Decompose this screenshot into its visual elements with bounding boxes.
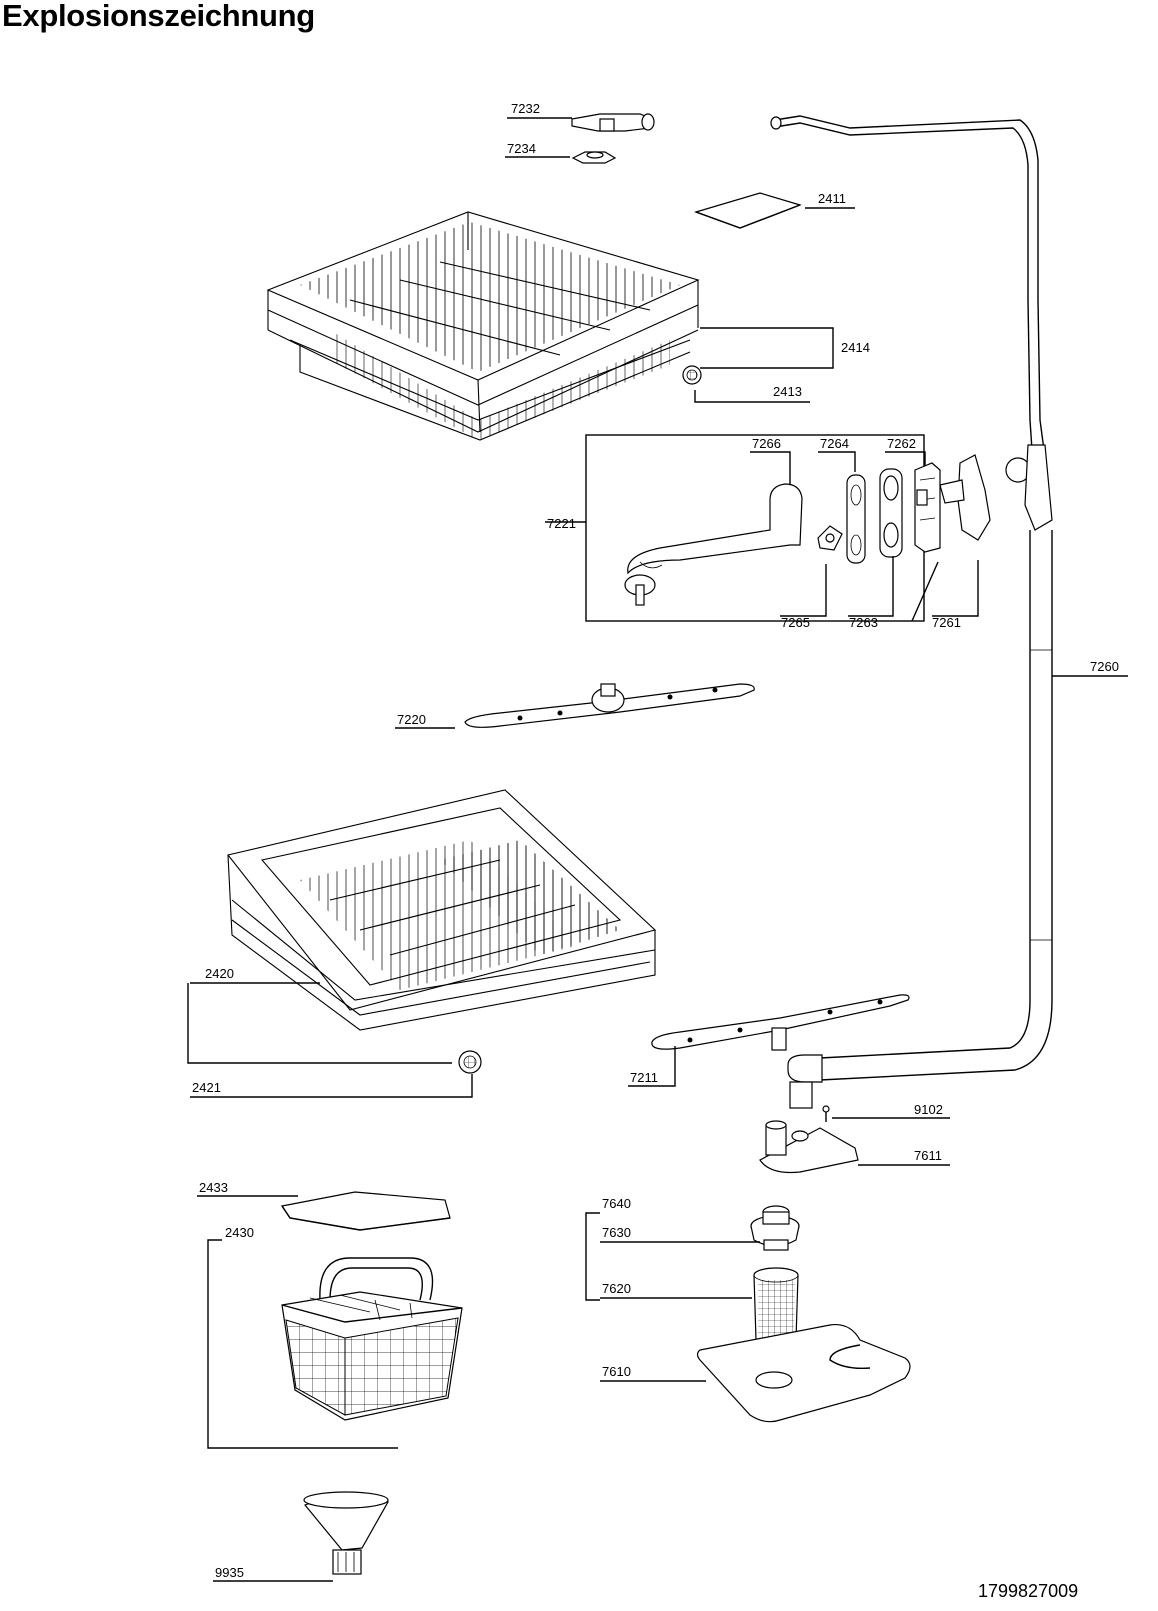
callout-2421: 2421 xyxy=(192,1080,221,1095)
callout-2430: 2430 xyxy=(225,1225,254,1240)
callout-2420: 2420 xyxy=(205,966,234,981)
callout-9935: 9935 xyxy=(215,1565,244,1580)
callout-7221: 7221 xyxy=(547,516,576,531)
part-9935 xyxy=(303,1491,389,1575)
callout-7620: 7620 xyxy=(602,1281,631,1296)
part-9102 xyxy=(822,1105,830,1122)
callout-labels: 7232 7234 2411 2414 2413 7266 7264 7262 … xyxy=(192,101,1119,1580)
callout-7232: 7232 xyxy=(511,101,540,116)
callout-7260: 7260 xyxy=(1090,659,1119,674)
callout-9102: 9102 xyxy=(914,1102,943,1117)
callout-7265: 7265 xyxy=(781,615,810,630)
callout-7263: 7263 xyxy=(849,615,878,630)
part-2411 xyxy=(694,192,802,229)
part-7234 xyxy=(571,151,617,164)
leader-lines xyxy=(187,117,1128,1582)
part-2421 xyxy=(458,1050,482,1074)
lower-basket xyxy=(227,789,657,1031)
part-7611 xyxy=(759,1120,859,1174)
part-7262 xyxy=(914,462,941,553)
callout-7610: 7610 xyxy=(602,1364,631,1379)
lower-spray-arm xyxy=(651,994,910,1051)
part-7630 xyxy=(750,1205,800,1251)
upper-spray-arm xyxy=(464,683,755,728)
callout-7220: 7220 xyxy=(397,712,426,727)
callout-7264: 7264 xyxy=(820,436,849,451)
part-7265 xyxy=(817,525,843,551)
callout-7630: 7630 xyxy=(602,1225,631,1240)
callout-7234: 7234 xyxy=(507,141,536,156)
part-7261 xyxy=(939,454,991,541)
page-title: Explosionszeichnung xyxy=(2,0,315,33)
part-7232 xyxy=(571,113,655,132)
water-supply-pipe xyxy=(770,115,1053,1109)
callout-7266: 7266 xyxy=(752,436,781,451)
part-7264 xyxy=(846,474,866,564)
callout-2411: 2411 xyxy=(818,191,846,206)
callout-7640: 7640 xyxy=(602,1196,631,1211)
callout-7261: 7261 xyxy=(932,615,961,630)
part-7610 xyxy=(696,1323,911,1423)
callout-2433: 2433 xyxy=(199,1180,228,1195)
part-2413 xyxy=(682,365,702,385)
upper-basket xyxy=(266,211,700,441)
callout-2413: 2413 xyxy=(773,384,802,399)
part-7263 xyxy=(879,468,903,558)
callout-7611: 7611 xyxy=(914,1148,942,1163)
part-7266 xyxy=(624,483,803,606)
cutlery-basket xyxy=(281,1257,463,1421)
callout-7211: 7211 xyxy=(630,1070,658,1085)
callout-2414: 2414 xyxy=(841,340,870,355)
document-number: 1799827009 xyxy=(978,1581,1079,1601)
part-7620 xyxy=(753,1267,799,1346)
cutlery-basket-cover xyxy=(280,1191,451,1231)
callout-7262: 7262 xyxy=(887,436,916,451)
